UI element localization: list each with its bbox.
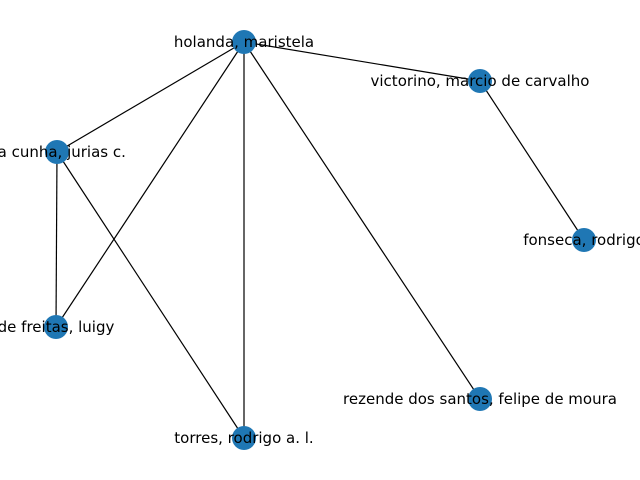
node-label-torres: torres, rodrigo a. l. [174,429,313,447]
nodes-layer [44,30,596,450]
edge-cunha-freitas [55,151,58,328]
edge-cunha-torres [56,151,245,439]
node-torres [232,426,256,450]
node-fonseca [572,228,596,252]
labels-layer: holanda, maristela victorino, marcio de c… [0,33,640,447]
node-freitas [44,315,68,339]
node-rezende [468,387,492,411]
node-victorino [468,69,492,93]
node-label-cunha: da cunha, jurias c. [0,143,126,161]
node-label-fonseca: fonseca, rodrigo [523,231,640,249]
edge-holanda-rezende [243,41,481,400]
edge-holanda-cunha [56,41,245,153]
edge-victorino-fonseca [479,80,585,241]
edges-layer [55,41,585,439]
edge-holanda-victorino [243,41,481,82]
edge-holanda-freitas [55,41,245,328]
node-label-rezende: rezende dos santos, felipe de moura [343,390,617,408]
node-label-holanda: holanda, maristela [174,33,314,51]
node-cunha [45,140,69,164]
node-label-victorino: victorino, marcio de carvalho [371,72,590,90]
node-holanda [232,30,256,54]
node-label-freitas: de freitas, luigy [0,318,114,336]
